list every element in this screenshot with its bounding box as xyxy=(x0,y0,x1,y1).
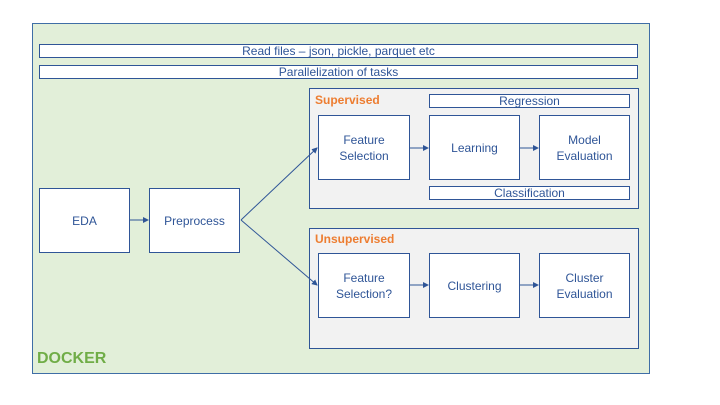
clustering-box: Clustering xyxy=(429,253,520,318)
read-files-bar: Read files – json, pickle, parquet etc xyxy=(39,44,638,58)
classification-bar: Classification xyxy=(429,186,630,200)
docker-label: DOCKER xyxy=(37,350,107,367)
unsupervised-feature-selection-box: Feature Selection? xyxy=(318,253,410,318)
parallelization-bar: Parallelization of tasks xyxy=(39,65,638,79)
supervised-title: Supervised xyxy=(315,93,380,107)
supervised-feature-selection-box: Feature Selection xyxy=(318,115,410,180)
eda-box: EDA xyxy=(39,188,130,253)
preprocess-box: Preprocess xyxy=(149,188,240,253)
cluster-evaluation-box: Cluster Evaluation xyxy=(539,253,630,318)
model-evaluation-box: Model Evaluation xyxy=(539,115,630,180)
regression-bar: Regression xyxy=(429,94,630,108)
unsupervised-title: Unsupervised xyxy=(315,232,395,246)
learning-box: Learning xyxy=(429,115,520,180)
